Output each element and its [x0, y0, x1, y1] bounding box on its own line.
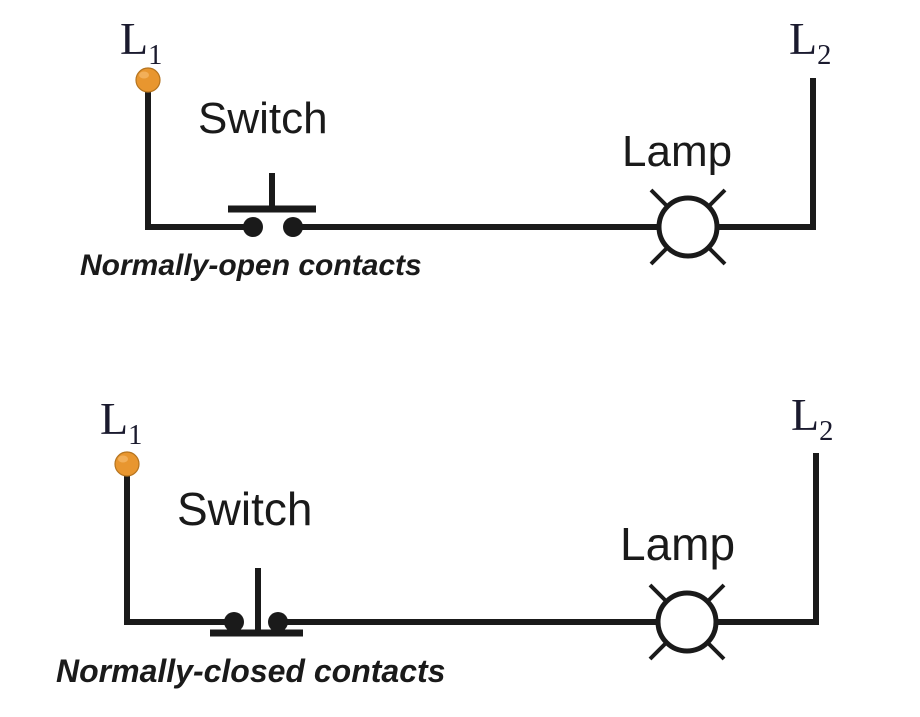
terminal-label-l2-bottom: L2 — [791, 392, 833, 447]
caption-normally-closed: Normally-closed contacts — [56, 653, 446, 689]
terminal-dot-l1-top — [135, 67, 161, 93]
terminal-label-l1-top: L1 — [120, 16, 162, 71]
lamp-ray-top-right-bottom — [705, 583, 726, 604]
terminal-dot-l1-bottom — [114, 451, 140, 477]
terminal-dot-l1-top-highlight — [139, 71, 149, 79]
lamp-ray-bottom-left-bottom — [648, 640, 669, 661]
contact-dot-right-top — [283, 217, 303, 237]
terminal-label-l1-top-letter: L — [120, 13, 149, 64]
contact-dot-left-bottom — [224, 612, 244, 632]
lamp-ray-top-left — [649, 188, 670, 209]
terminal-label-l1-bottom-letter: L — [100, 393, 129, 444]
lamp-ray-bottom-left — [649, 245, 670, 266]
terminal-label-l1-bottom-subscript: 1 — [128, 420, 143, 452]
lamp-circle-top — [656, 195, 720, 259]
switch-label-top: Switch — [198, 94, 328, 143]
terminal-label-l2-bottom-letter: L — [791, 389, 820, 440]
lamp-circle-bottom — [655, 590, 719, 654]
diagram-normally-closed — [114, 451, 819, 661]
contact-dot-left-top — [243, 217, 263, 237]
lamp-ray-bottom-right-bottom — [705, 640, 726, 661]
terminal-label-l1-top-subscript: 1 — [148, 40, 163, 72]
switch-label-bottom: Switch — [177, 483, 313, 535]
terminal-label-l2-top: L2 — [789, 16, 831, 71]
lamp-ray-top-right — [706, 188, 727, 209]
caption-normally-open: Normally-open contacts — [80, 249, 422, 282]
terminal-label-l1-bottom: L1 — [100, 396, 142, 451]
terminal-label-l2-bottom-subscript: 2 — [819, 416, 834, 448]
contact-dot-right-bottom — [268, 612, 288, 632]
terminal-dot-l1-bottom-highlight — [118, 455, 128, 463]
diagram-normally-open — [135, 67, 816, 266]
terminal-label-l2-top-letter: L — [789, 13, 818, 64]
lamp-ray-bottom-right — [706, 245, 727, 266]
terminal-label-l2-top-subscript: 2 — [817, 40, 832, 72]
lamp-label-top: Lamp — [622, 127, 733, 176]
lamp-ray-top-left-bottom — [648, 583, 669, 604]
lamp-label-bottom: Lamp — [620, 518, 736, 570]
